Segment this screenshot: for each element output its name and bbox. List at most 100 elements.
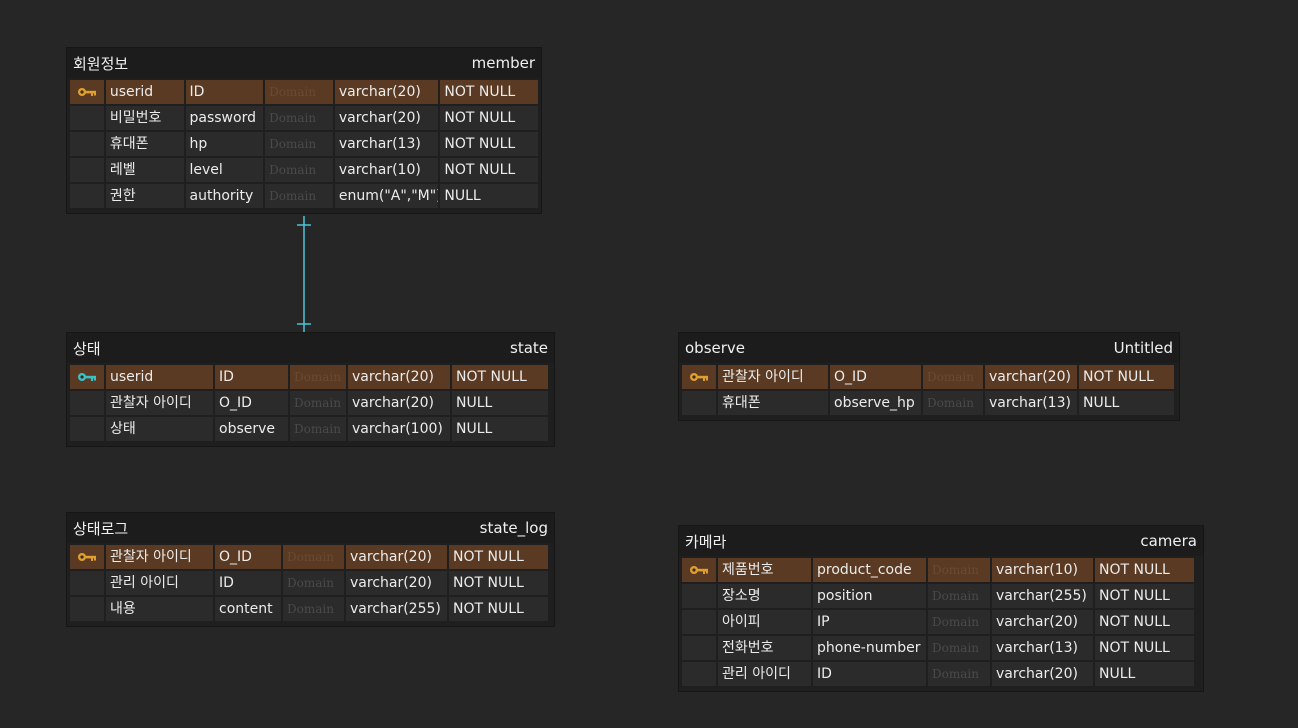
attr-nullable: NOT NULL (449, 597, 548, 621)
attr-name: 비밀번호 (105, 106, 184, 130)
entity-header: 상태로그 state_log (67, 513, 554, 543)
attr-type: varchar(13) (985, 391, 1077, 415)
relation-member-state[interactable] (297, 216, 311, 334)
key-cell (682, 662, 716, 686)
entity-logical-name: 상태 (73, 339, 101, 358)
attr-name: 휴대폰 (105, 132, 184, 156)
attr-type: varchar(100) (348, 417, 450, 441)
entity-logical-name: observe (685, 339, 746, 357)
attr-nullable: NULL (1079, 391, 1174, 415)
attr-type: enum("A","M") (334, 184, 439, 208)
attr-domain: Domain (928, 558, 990, 582)
attr-name: 관찰자 아이디 (718, 365, 828, 389)
attr-type: varchar(20) (992, 662, 1093, 686)
attr-name: 관찰자 아이디 (106, 391, 213, 415)
attr-domain: Domain (283, 545, 344, 569)
attr-name: 권한 (105, 184, 184, 208)
attr-nullable: NOT NULL (440, 106, 538, 130)
attr-column: observe (215, 417, 288, 441)
attr-column: ID (185, 80, 264, 104)
attr-nullable: NOT NULL (452, 365, 548, 389)
attr-nullable: NULL (452, 417, 548, 441)
key-cell (70, 158, 104, 182)
entity-header: 회원정보 member (67, 48, 541, 78)
attr-type: varchar(255) (346, 597, 447, 621)
attr-name: 상태 (106, 417, 213, 441)
attr-name: userid (105, 80, 184, 104)
attr-nullable: NOT NULL (440, 80, 538, 104)
attr-nullable: NOT NULL (440, 158, 538, 182)
key-cell (70, 391, 104, 415)
attr-domain: Domain (283, 571, 344, 595)
key-cell (682, 365, 716, 389)
key-cell (682, 391, 716, 415)
entity-logical-name: 회원정보 (73, 54, 129, 73)
attr-column: observe_hp (830, 391, 921, 415)
attr-domain: Domain (928, 610, 990, 634)
attr-nullable: NULL (1095, 662, 1194, 686)
attr-domain: Domain (265, 80, 333, 104)
key-cell (70, 365, 104, 389)
attr-column: ID (215, 571, 281, 595)
attr-name: 제품번호 (718, 558, 811, 582)
attr-nullable: NOT NULL (1079, 365, 1174, 389)
key-gold-icon (77, 551, 97, 563)
attr-type: varchar(10) (334, 158, 439, 182)
attr-nullable: NOT NULL (1095, 636, 1194, 660)
attr-nullable: NOT NULL (1095, 584, 1194, 608)
attr-type: varchar(10) (992, 558, 1093, 582)
key-cell (682, 610, 716, 634)
attr-name: 관리 아이디 (718, 662, 811, 686)
attr-nullable: NOT NULL (1095, 558, 1194, 582)
entity-physical-name: member (471, 54, 535, 72)
attr-domain: Domain (265, 184, 333, 208)
attr-nullable: NOT NULL (440, 132, 538, 156)
attr-type: varchar(20) (348, 365, 450, 389)
attr-column: ID (215, 365, 288, 389)
attr-domain: Domain (265, 132, 333, 156)
attr-domain: Domain (928, 636, 990, 660)
key-cell (70, 80, 104, 104)
attr-domain: Domain (265, 106, 333, 130)
key-gold-icon (77, 86, 97, 98)
attr-column: product_code (813, 558, 926, 582)
attr-domain: Domain (283, 597, 344, 621)
attr-type: varchar(20) (334, 80, 439, 104)
attr-name: 전화번호 (718, 636, 811, 660)
key-cell (682, 636, 716, 660)
attr-column: hp (185, 132, 264, 156)
attr-domain: Domain (923, 391, 983, 415)
key-cell (682, 558, 716, 582)
entity-physical-name: camera (1140, 532, 1197, 550)
attr-domain: Domain (928, 662, 990, 686)
attr-name: 레벨 (105, 158, 184, 182)
attr-type: varchar(20) (346, 571, 447, 595)
key-cell (70, 417, 104, 441)
